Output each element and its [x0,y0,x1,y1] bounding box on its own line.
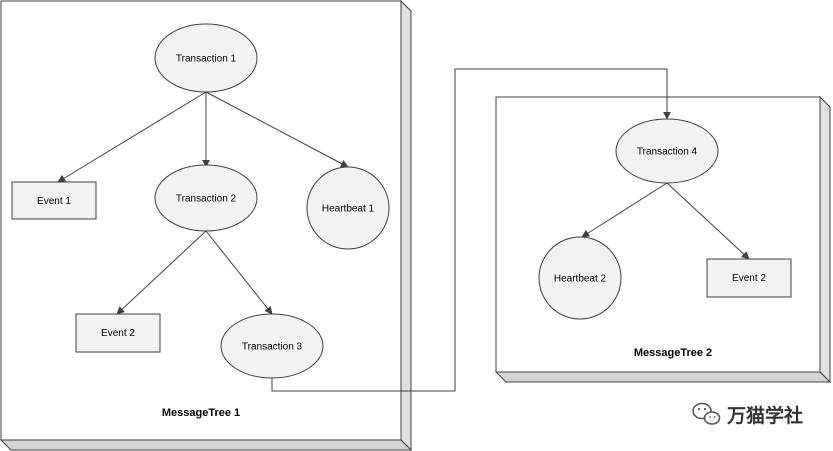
node-label: Heartbeat 1 [322,204,375,215]
node-transaction-4: Transaction 4 [615,118,719,184]
node-label: Event 2 [101,328,135,339]
watermark: 万猫学社 [692,402,803,427]
node-event-2-tree-2: Event 2 [706,258,792,298]
node-label: Heartbeat 2 [554,274,607,285]
node-event-2-tree-1: Event 2 [75,313,161,353]
node-label: Event 1 [37,196,71,207]
edge-t2-e2a [116,230,207,315]
watermark-text: 万猫学社 [726,404,803,427]
edge-t4-e2b [666,182,750,260]
tree-label-1: MessageTree 1 [162,407,240,419]
node-label: Transaction 2 [176,194,237,205]
edge-t3-t4-link [271,68,671,392]
node-event-1: Event 1 [11,181,97,220]
node-transaction-2: Transaction 2 [154,164,258,232]
node-label: Transaction 3 [242,342,303,353]
edge-t1-h1 [205,91,349,168]
node-heartbeat-1: Heartbeat 1 [306,166,390,250]
edge-t1-e1 [57,91,207,183]
node-label: Transaction 4 [637,147,698,158]
node-label: Event 2 [732,273,766,284]
node-heartbeat-2: Heartbeat 2 [538,236,622,320]
tree-label-2: MessageTree 2 [634,347,712,359]
node-transaction-3: Transaction 3 [220,313,324,379]
node-label: Transaction 1 [176,54,237,65]
edge-t4-h2 [581,182,668,238]
edge-t2-t3 [205,230,273,315]
node-transaction-1: Transaction 1 [154,23,258,93]
wechat-icon [692,402,721,425]
